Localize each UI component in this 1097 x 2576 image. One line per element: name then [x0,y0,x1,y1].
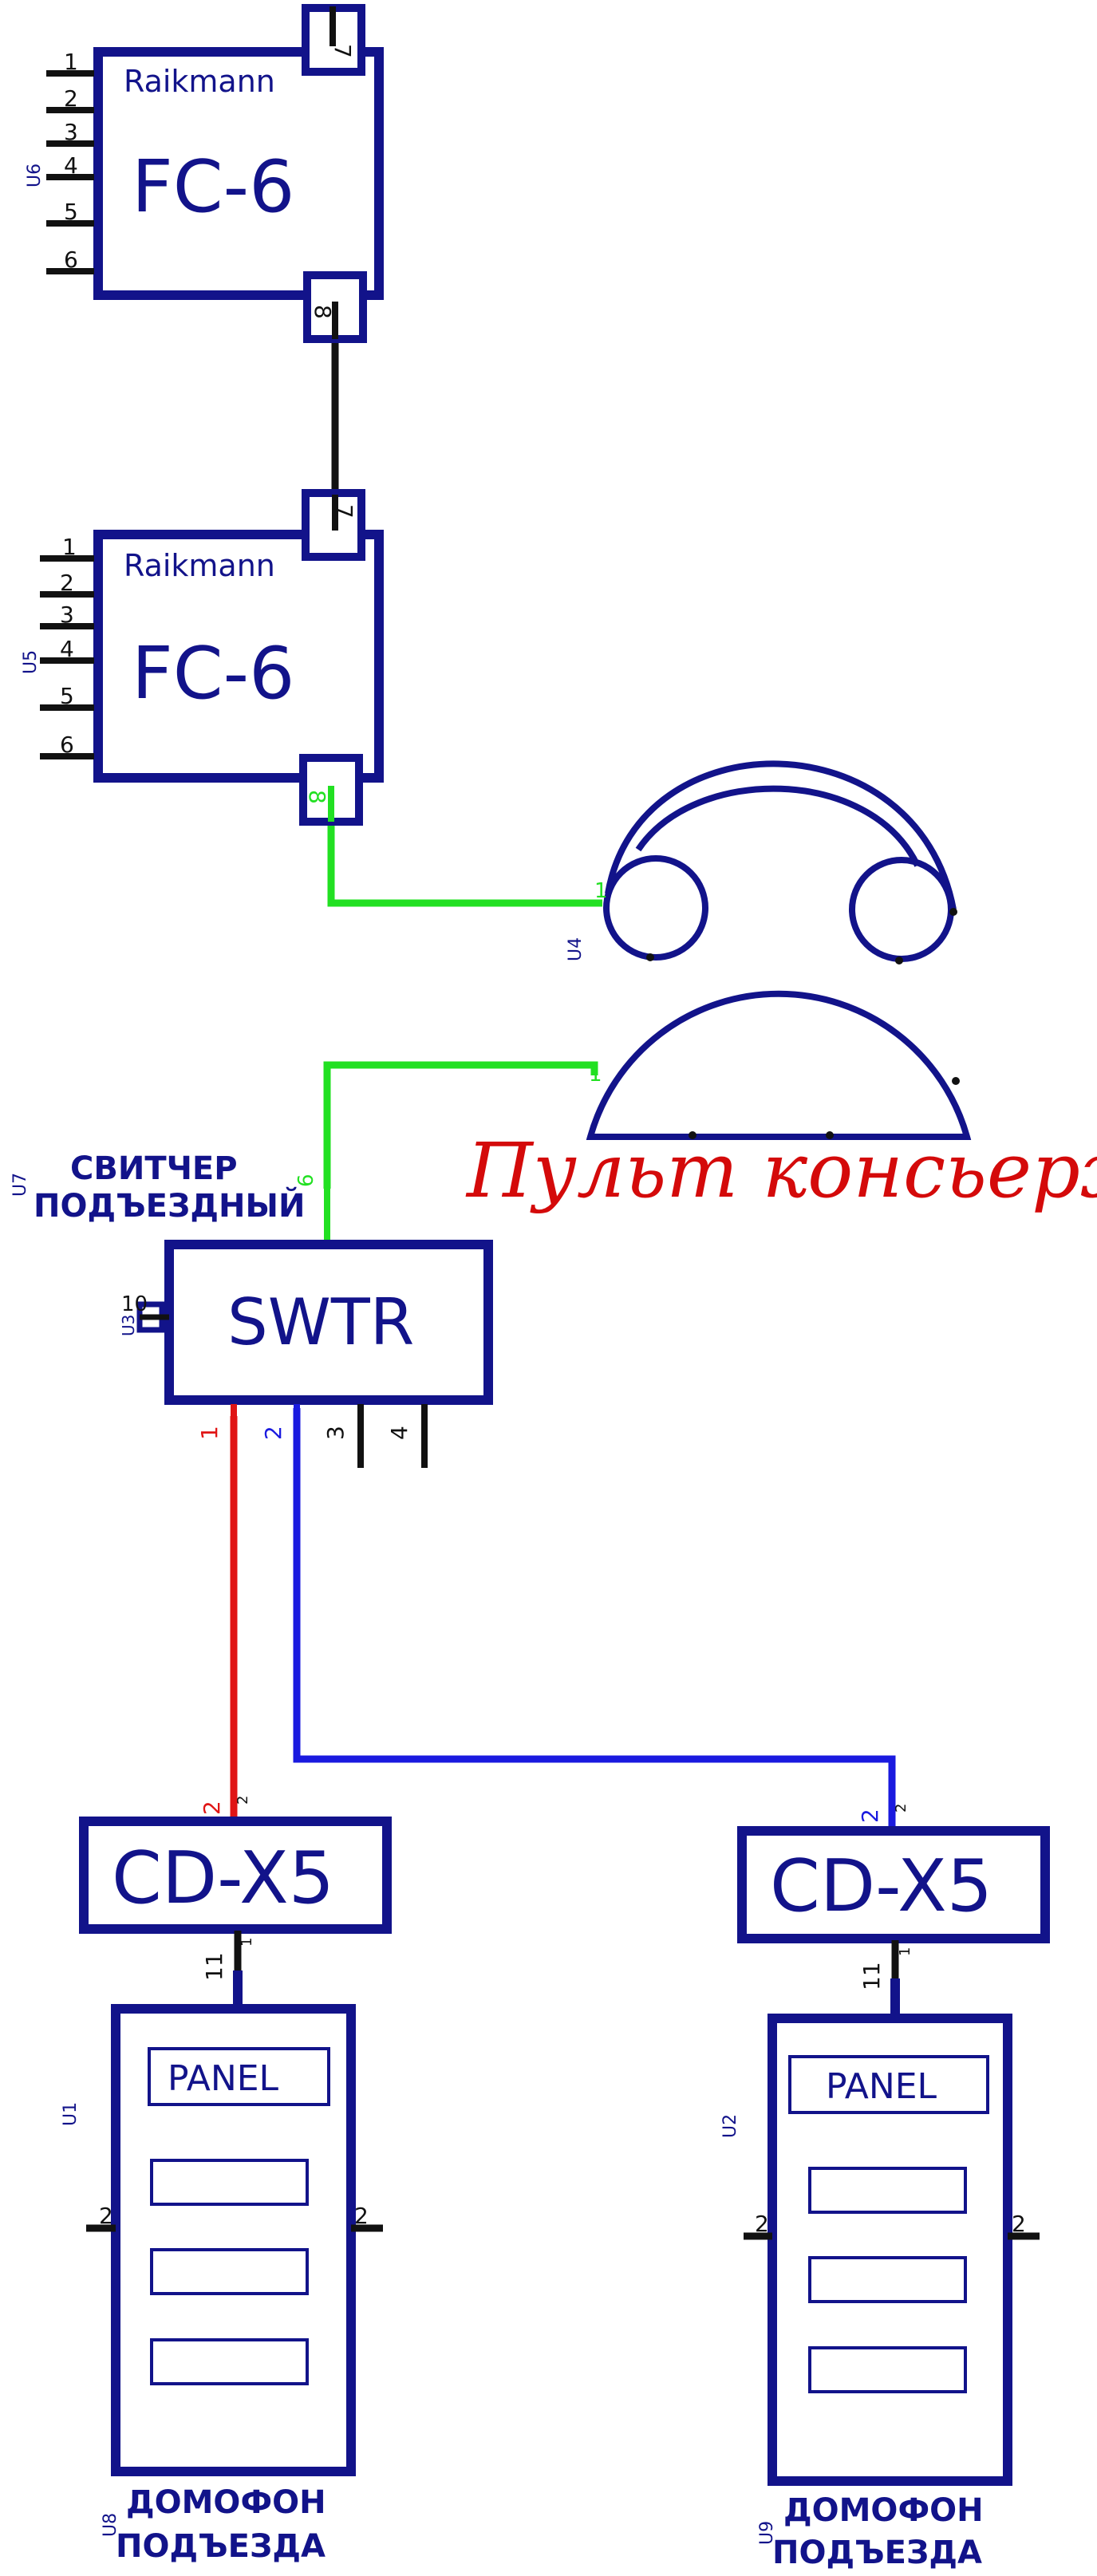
panel-u2-slot-2 [808,2256,967,2303]
cdx5-left-top-pin-small: 2 [235,1796,251,1805]
door-panel-u1: U1 PANEL 2 2 U8 ДОМОФОН ПОДЪЕЗДА [61,2004,383,2565]
fc6-module-u5: 7 8 Raikmann FC-6 U5 1 2 3 4 5 6 [21,489,384,826]
panel-u1-ref: U1 [61,2102,81,2126]
panel-u2-caption-line2: ПОДЪЕЗДА [772,2535,982,2571]
fc6-u5-model: FC-6 [132,632,294,716]
switcher-u7: U7 СВИТЧЕР ПОДЪЕЗДНЫЙ 6 SWTR 10 U3 1 2 3… [10,1150,493,1468]
fc6-u6-top-pin: 7 [329,44,356,58]
switcher-pin-10: 10 [121,1292,148,1316]
panel-u1-slot-2 [150,2248,309,2295]
cdx5-right-bottom-pin: 11 [858,1962,885,1990]
switcher-pin-6: 6 [294,1174,318,1187]
panel-u1-pin-left: 2 [99,2203,113,2229]
fc6-u6-model: FC-6 [132,145,294,229]
panel-u2-slot-1 [808,2167,967,2214]
wire-switcher-to-cdx5-right [293,1408,896,1831]
fc6-u6-ref: U6 [25,164,45,187]
fc6-u6-left-pins [46,70,94,274]
cdx5-left: 2 2 CD-X5 11 1 [79,1779,392,2010]
fc6-module-u6: 7 8 Raikmann FC-6 U6 1 2 3 4 5 6 [25,4,384,343]
headset-right-earcup [849,857,954,962]
fc6-u5-pin-4: 4 [60,636,74,662]
panel-u1-label-ref: U8 [101,2513,120,2537]
wire-switcher-to-console [323,1061,598,1189]
cdx5-left-bottom-pin-small: 1 [239,1938,255,1947]
concierge-ref: U4 [566,937,586,961]
panel-u1-slot-1 [150,2159,309,2206]
panel-u1-caption-line1: ДОМОФОН [126,2484,326,2521]
console-dome [586,990,972,1140]
console-pin: 1 [589,1063,602,1087]
concierge-console-dots [646,908,960,1139]
switcher-title-line1: СВИТЧЕР [70,1150,238,1187]
fc6-u6-pin-6: 6 [64,247,78,273]
cdx5-right-model: CD-X5 [770,1844,992,1928]
panel-u2-slot-3 [808,2346,967,2393]
fc6-u5-pin-3: 3 [60,602,74,628]
switcher-pin-4: 4 [386,1426,412,1440]
fc6-u5-pin-1: 1 [62,534,77,560]
fc6-u6-pin-1: 1 [64,49,78,75]
handset-pin: 1 [594,879,608,903]
fc6-u5-pin-5: 5 [60,683,74,709]
fc6-u6-pin-2: 2 [64,85,78,112]
panel-u1-slot-3 [150,2338,309,2385]
cdx5-left-bottom-pin: 11 [201,1952,227,1981]
cdx5-left-top-pin: 2 [199,1801,225,1815]
panel-u1-title: PANEL [168,2058,279,2099]
fc6-u5-ref: U5 [21,650,41,674]
fc6-u5-top-pin: 7 [331,504,357,519]
panel-u1-pin-right: 2 [354,2203,369,2229]
panel-u2-ref: U2 [720,2114,740,2138]
panel-u1-caption-line2: ПОДЪЕЗДА [116,2528,326,2565]
fc6-u6-bottom-pin: 8 [310,305,336,319]
panel-u2-pin-right: 2 [1012,2211,1026,2237]
fc6-u5-brand: Raikmann [124,548,275,583]
door-panel-u2: U2 PANEL 2 2 U9 ДОМОФОН ПОДЪЕЗДА [720,2014,1040,2571]
cdx5-right-bottom-pin-small: 1 [897,1947,914,1956]
cdx5-right-top-pin-small: 2 [893,1804,910,1813]
fc6-u5-pin-2: 2 [60,570,74,596]
panel-u2-label-ref: U9 [757,2521,777,2545]
fc6-u5-bottom-pin: 8 [304,790,330,804]
switcher-side-ref: U3 [119,1315,138,1336]
switcher-model: SWTR [227,1285,414,1359]
fc6-u6-pin-5: 5 [64,199,78,225]
fc6-u5-pin-6: 6 [60,732,74,758]
concierge-console-u4 [586,760,972,1140]
switcher-pin-2: 2 [260,1426,286,1440]
headset-left-earcup [603,855,708,961]
cdx5-left-model: CD-X5 [112,1836,334,1920]
wire-fc6-to-handset [327,790,602,907]
switcher-pin-1: 1 [196,1426,223,1440]
panel-u2-caption-line1: ДОМОФОН [783,2492,984,2529]
fc6-u6-pin-3: 3 [64,119,78,145]
switcher-pin-3: 3 [322,1426,349,1440]
panel-u2-pin-left: 2 [755,2211,769,2237]
cdx5-right-top-pin: 2 [857,1809,883,1823]
switcher-title-line2: ПОДЪЕЗДНЫЙ [34,1186,305,1225]
fc6-u6-brand: Raikmann [124,64,275,99]
panel-u2-title: PANEL [826,2066,937,2107]
switcher-ref: U7 [10,1173,30,1197]
cdx5-right: 2 2 CD-X5 11 1 [737,1791,1050,2018]
fc6-u5-left-pins [40,555,94,759]
fc6-u6-pin-4: 4 [64,152,78,179]
concierge-title: Пульт консьержа [465,1127,1097,1215]
